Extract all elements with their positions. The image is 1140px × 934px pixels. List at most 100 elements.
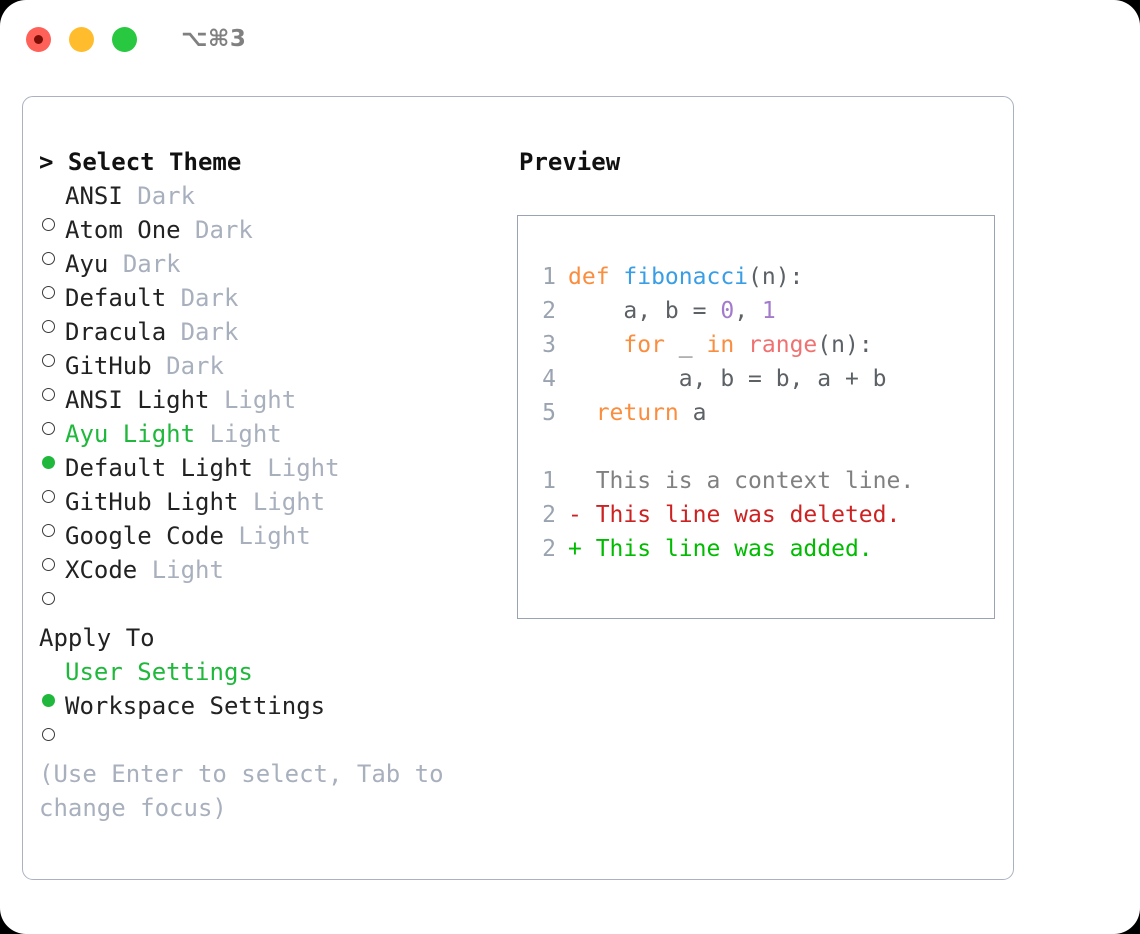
- theme-option-variant-tag: Dark: [180, 284, 239, 312]
- theme-option-label: Google Code: [65, 522, 224, 550]
- code-line: 3 for _ in range(n):: [534, 328, 994, 362]
- code-token-kw: in: [706, 332, 749, 358]
- diff-line-text: This line was added.: [595, 536, 873, 562]
- apply-option-user-settings[interactable]: User Settings: [39, 655, 509, 707]
- theme-option-label: Ayu: [65, 250, 109, 278]
- traffic-light-group: [26, 26, 137, 52]
- code-line-content: return a: [568, 396, 707, 430]
- label-spacer: [166, 281, 180, 315]
- line-number: 1: [542, 264, 556, 290]
- code-token-var: a: [692, 400, 707, 426]
- theme-option-label: Default: [65, 284, 167, 312]
- theme-option-variant-tag: Dark: [195, 216, 253, 244]
- code-line: 1 def fibonacci(n):: [534, 260, 994, 294]
- label-spacer: [123, 179, 137, 213]
- code-line: 5 return a: [534, 396, 994, 430]
- code-line: 2 a, b = 0, 1: [534, 294, 994, 328]
- label-spacer: [181, 213, 195, 247]
- label-spacer: [152, 349, 166, 383]
- code-line-content: def fibonacci(n):: [568, 260, 803, 294]
- code-token-fn: fibonacci: [623, 264, 749, 290]
- label-spacer: [210, 383, 224, 417]
- theme-option-default[interactable]: Default Dark: [39, 281, 509, 333]
- theme-option-default-light[interactable]: Default Light Light: [39, 451, 509, 503]
- preview-diff-block: 1 This is a context line.2- This line wa…: [534, 464, 994, 566]
- theme-option-google-code[interactable]: Google Code Light: [39, 519, 509, 571]
- code-token-num: 0: [720, 298, 735, 324]
- apply-to-heading: Apply To: [39, 624, 155, 652]
- code-line-content: a, b = b, a + b: [568, 362, 887, 396]
- close-window-icon[interactable]: [26, 26, 51, 52]
- code-line-content: for _ in range(n):: [568, 328, 873, 362]
- theme-option-label: GitHub Light: [65, 488, 239, 516]
- theme-option-variant-tag: Dark: [180, 318, 239, 346]
- theme-option-variant-tag: Dark: [137, 182, 196, 210]
- theme-option-github-light[interactable]: GitHub Light Light: [39, 485, 509, 537]
- theme-option-label: XCode: [65, 556, 138, 584]
- diff-line-del: 2- This line was deleted.: [534, 498, 994, 532]
- code-token-var: a, b =: [568, 298, 721, 324]
- title-bar: ⌥⌘3: [0, 0, 1140, 78]
- theme-option-atom-one[interactable]: Atom One Dark: [39, 213, 509, 265]
- label-spacer: [224, 519, 238, 553]
- code-token-pn: (n):: [748, 264, 804, 290]
- preview-gap: [534, 430, 994, 464]
- diff-marker: [568, 464, 596, 498]
- maximize-window-icon[interactable]: [112, 26, 137, 52]
- theme-option-github[interactable]: GitHub Dark: [39, 349, 509, 401]
- code-token-var: _: [678, 332, 707, 358]
- line-number: 1: [542, 468, 556, 494]
- line-number: 4: [542, 366, 556, 392]
- code-token-pn: (n):: [817, 332, 873, 358]
- theme-option-label: GitHub: [65, 352, 152, 380]
- theme-option-ayu-light[interactable]: Ayu Light Light: [39, 417, 509, 469]
- theme-option-xcode[interactable]: XCode Light: [39, 553, 509, 605]
- diff-line-add: 2 + This line was added.: [534, 532, 994, 566]
- window-title: ⌥⌘3: [181, 26, 247, 52]
- label-spacer: [137, 553, 151, 587]
- apply-option-workspace-settings[interactable]: Workspace Settings: [39, 689, 509, 741]
- theme-option-variant-tag: Dark: [122, 250, 181, 278]
- theme-option-ayu[interactable]: Ayu Dark: [39, 247, 509, 299]
- line-number: 3: [542, 332, 556, 358]
- diff-marker: -: [568, 502, 596, 528]
- code-token-call: range: [748, 332, 818, 358]
- label-spacer: [253, 451, 267, 485]
- theme-option-label: Atom One: [65, 216, 181, 244]
- label-spacer: [238, 485, 252, 519]
- theme-option-label: Ayu Light: [65, 420, 196, 448]
- theme-option-ansi-light[interactable]: ANSI Light Light: [39, 383, 509, 435]
- diff-line-ctx: 1 This is a context line.: [534, 464, 994, 498]
- theme-option-label: ANSI Light: [65, 386, 210, 414]
- label-spacer: [166, 315, 180, 349]
- theme-option-ansi[interactable]: ANSI Dark: [39, 179, 509, 231]
- line-number: 2: [542, 536, 556, 562]
- label-spacer: [195, 417, 209, 451]
- label-spacer: [108, 247, 122, 281]
- apply-option-label: User Settings: [65, 658, 253, 686]
- code-line: 4 a, b = b, a + b: [534, 362, 994, 396]
- select-theme-heading: > Select Theme: [39, 148, 242, 176]
- line-number: 2: [542, 298, 556, 324]
- theme-option-variant-tag: Light: [223, 386, 297, 414]
- theme-option-label: Dracula: [65, 318, 167, 346]
- minimize-window-icon[interactable]: [69, 26, 94, 52]
- theme-option-variant-tag: Light: [252, 488, 326, 516]
- keyboard-hint-text: (Use Enter to select, Tab to change focu…: [39, 760, 459, 822]
- line-number: 5: [542, 400, 556, 426]
- diff-marker: +: [568, 536, 596, 562]
- line-number: 2: [542, 502, 556, 528]
- code-token-var: a, b = b, a + b: [568, 366, 887, 392]
- theme-option-variant-tag: Light: [151, 556, 224, 584]
- theme-option-dracula[interactable]: Dracula Dark: [39, 315, 509, 367]
- code-token-kw: return: [568, 400, 693, 426]
- theme-option-variant-tag: Light: [267, 454, 340, 482]
- theme-option-label: ANSI: [65, 182, 123, 210]
